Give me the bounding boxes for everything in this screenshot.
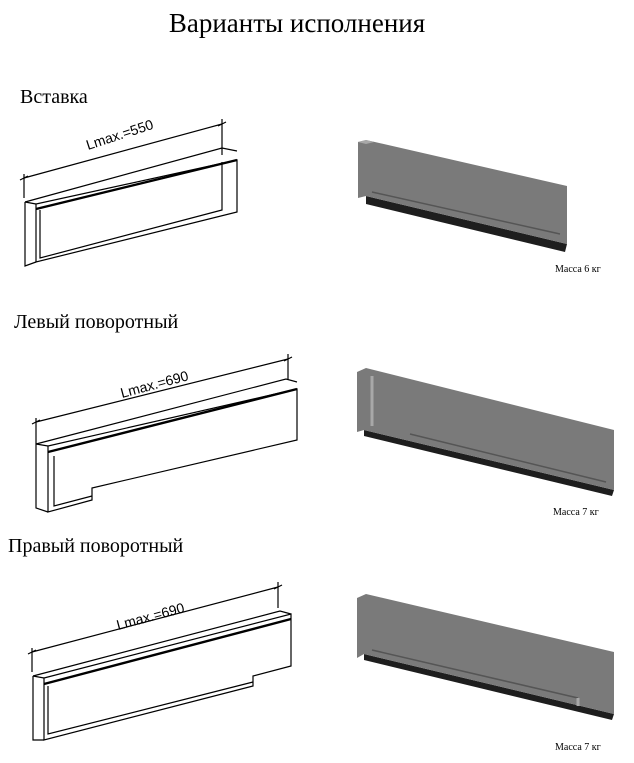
mass-label-right-turn: Масса 7 кг (555, 742, 601, 753)
variant-label-insert: Вставка (20, 86, 88, 108)
dimension-right-turn: Lmax.=690 (115, 599, 187, 633)
variant-label-left-turn: Левый поворотный (14, 311, 179, 333)
dimension-insert: Lmax.=550 (84, 116, 155, 153)
dimension-left-turn: Lmax.=690 (119, 367, 191, 401)
mass-label-insert: Масса 6 кг (555, 264, 601, 275)
variant-label-right-turn: Правый поворотный (8, 535, 184, 557)
page-title: Варианты исполнения (168, 8, 426, 38)
mass-label-left-turn: Масса 7 кг (553, 507, 599, 518)
